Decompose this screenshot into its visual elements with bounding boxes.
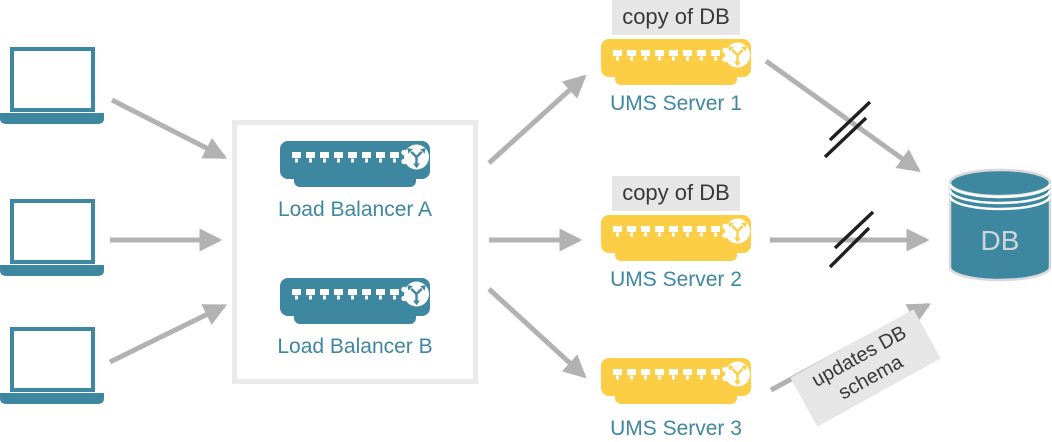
laptop-icon [0,47,104,124]
ums-server-2: copy of DB UMS Server 2 [601,176,751,292]
ums-server-2-label: UMS Server 2 [610,268,742,291]
load-balancer-device-icon [280,278,430,324]
break-mark-icon [833,210,875,250]
ums-server-3-label: UMS Server 3 [610,417,742,440]
load-balancer-group-box: Load Balancer A Load Balancer B [232,120,478,384]
laptop-icon [0,327,104,404]
server-device-icon [601,358,751,404]
database-label: DB [981,225,1020,256]
database-cylinder-icon: DB [948,168,1052,282]
copy-of-db-badge: copy of DB [612,0,740,35]
load-balancer-a-label: Load Balancer A [277,198,433,221]
arrow-client1-to-lb [110,97,228,160]
arrow-lb-to-ums1 [487,74,587,165]
server-device-icon [601,215,751,261]
load-balancer-a: Load Balancer A [237,141,473,222]
ums-server-3: UMS Server 3 [601,358,751,441]
ums-server-1: copy of DB UMS Server 1 [601,0,751,116]
load-balancer-b: Load Balancer B [237,278,473,359]
laptop-icon [0,199,104,276]
arrow-client3-to-lb [108,303,228,365]
arrow-ums1-to-db [764,58,921,173]
break-mark-icon [823,116,868,159]
load-balancer-device-icon [280,141,430,187]
load-balancer-b-label: Load Balancer B [277,335,433,358]
arrow-lb-to-ums3 [487,287,587,379]
copy-of-db-badge: copy of DB [612,176,740,211]
break-mark-icon [828,100,872,142]
server-device-icon [601,39,751,85]
break-mark-icon [828,226,871,269]
ums-server-1-label: UMS Server 1 [610,92,742,115]
database-node: DB [948,168,1052,282]
